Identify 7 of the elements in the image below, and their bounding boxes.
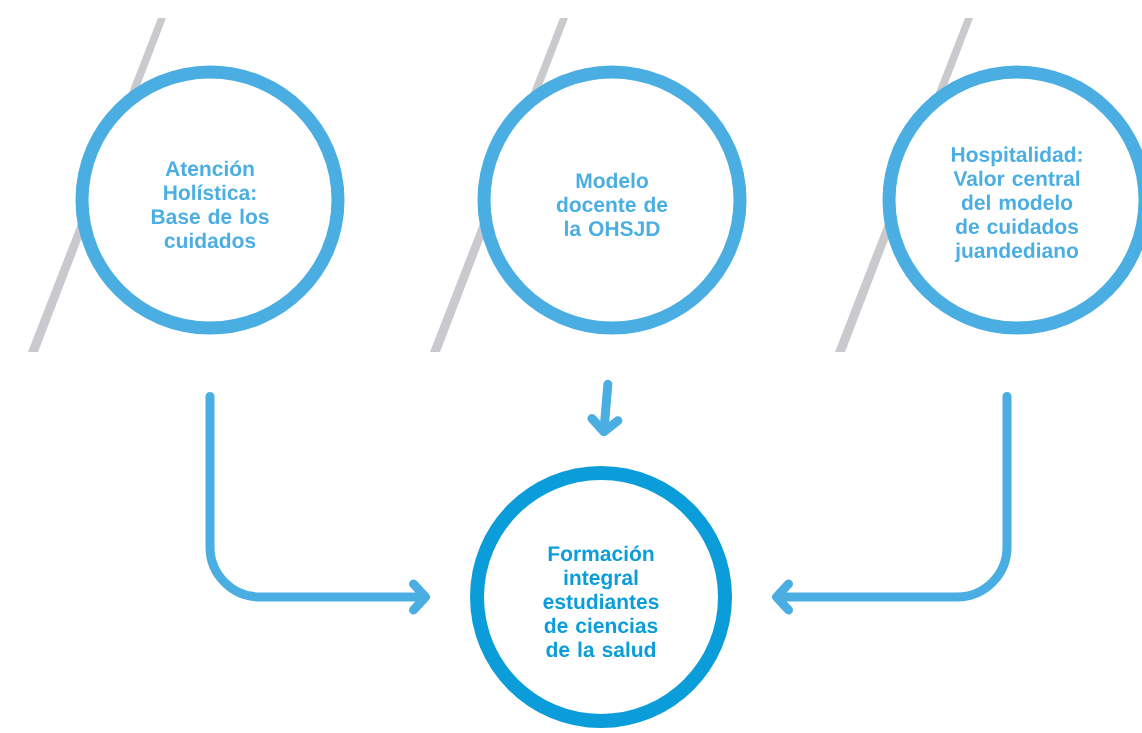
arrow	[205, 392, 430, 615]
circle-node: Atención Holística: Base de los cuidados	[75, 65, 345, 335]
circle-node: Hospitalidad: Valor central del modelo de cuidados juandediano	[882, 65, 1142, 335]
arrow	[772, 392, 1012, 615]
circle-node: Formación integral estudiantes de ciencias de la salud	[470, 466, 732, 728]
node-label: Hospitalidad: Valor central del modelo de cuidados juandediano	[951, 146, 1082, 263]
circle-node: Modelo docente de la OHSJD	[477, 65, 747, 335]
